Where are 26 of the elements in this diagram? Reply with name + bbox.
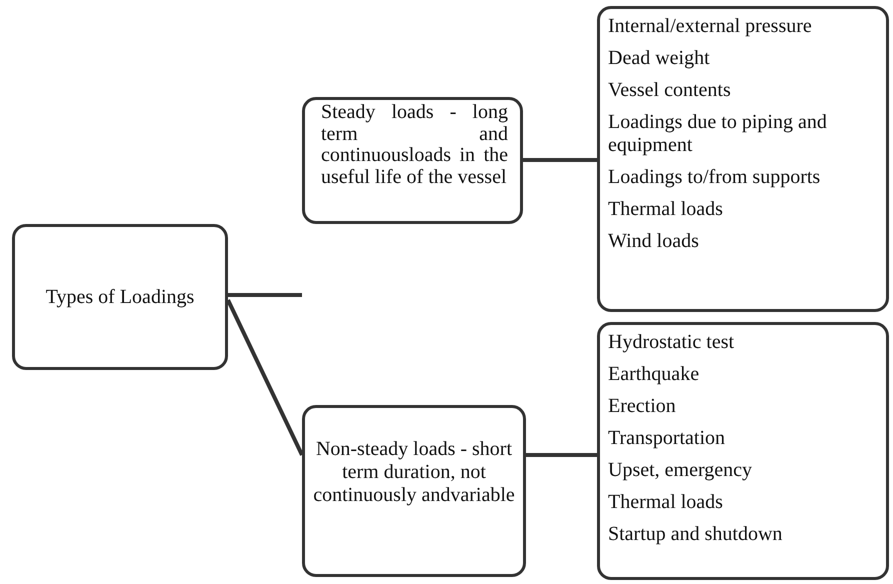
- node-label: Non-steady loads - short term duration, not continuously andvariable: [312, 438, 516, 507]
- node-label: Types of Loadings: [46, 286, 194, 308]
- list-item: Loadings due to piping and equipment: [608, 111, 828, 157]
- list-item: Internal/external pressure: [608, 15, 813, 38]
- node-label: Steady loads - long term and continuousloads in the useful life of the vessel: [321, 102, 508, 188]
- list-item: Wind loads: [608, 230, 700, 253]
- list-item: Earthquake: [608, 363, 700, 386]
- list-item: Hydrostatic test: [608, 331, 736, 354]
- connector-line: [228, 293, 302, 297]
- rounded-box: [302, 405, 526, 577]
- rounded-box: [302, 97, 523, 224]
- list-item: Erection: [608, 395, 677, 418]
- list-item: Transportation: [608, 427, 726, 450]
- list-item: Thermal loads: [608, 491, 724, 514]
- list-box: [597, 6, 889, 312]
- list-item: Dead weight: [608, 47, 711, 70]
- list-item: Upset, emergency: [608, 459, 754, 482]
- list-item: Thermal loads: [608, 198, 724, 221]
- list-item: Startup and shutdown: [608, 523, 784, 546]
- list-item: Loadings to/from supports: [608, 166, 822, 189]
- connector-line: [226, 299, 304, 456]
- connector-line: [523, 158, 597, 162]
- rounded-box: [12, 224, 228, 370]
- list-item: Vessel contents: [608, 79, 732, 102]
- connector-line: [526, 453, 597, 457]
- list-box: [597, 322, 889, 580]
